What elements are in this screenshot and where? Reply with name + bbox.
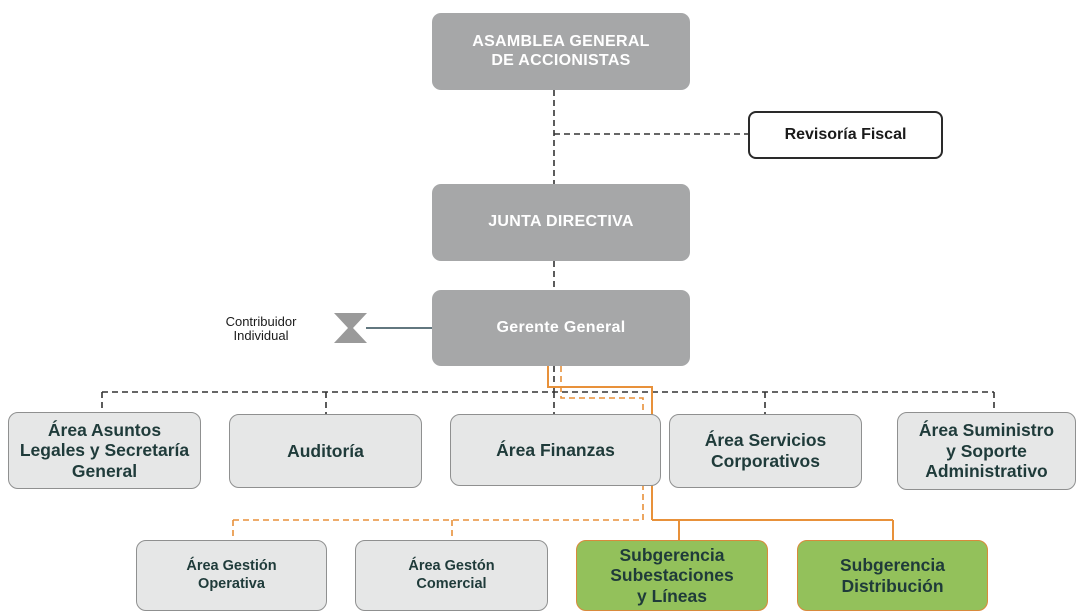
gerente-general-box: Gerente General	[432, 290, 690, 366]
area-suministro-label: Área Suministro y Soporte Administrativo	[918, 420, 1055, 482]
area-servicios-label: Área Servicios Corporativos	[704, 430, 827, 471]
area-servicios-corporativos: Área Servicios Corporativos	[669, 414, 862, 488]
area-auditoria-label: Auditoría	[287, 440, 364, 461]
area-asuntos-legales-label: Área Asuntos Legales y Secretaría Genera…	[19, 419, 190, 481]
asamblea-label: ASAMBLEA GENERAL DE ACCIONISTAS	[472, 32, 650, 69]
subgerencia-subestaciones-label: Subgerencia Subestaciones y Líneas	[610, 544, 734, 606]
area-gestion-comercial: Área Gestón Comercial	[355, 540, 548, 611]
revisoria-label: Revisoría Fiscal	[784, 125, 907, 143]
junta-label: JUNTA DIRECTIVA	[488, 213, 634, 231]
subgerencia-distribucion: Subgerencia Distribución	[797, 540, 988, 611]
area-suministro: Área Suministro y Soporte Administrativo	[897, 412, 1076, 490]
junta-directiva-box: JUNTA DIRECTIVA	[432, 184, 690, 261]
area-auditoria: Auditoría	[229, 414, 422, 488]
gerente-label: Gerente General	[496, 318, 626, 336]
contribuidor-label: Contribuidor Individual	[225, 314, 297, 344]
area-gestion-comercial-label: Área Gestón Comercial	[408, 558, 495, 592]
asamblea-box: ASAMBLEA GENERAL DE ACCIONISTAS	[432, 13, 690, 90]
revisoria-fiscal-box: Revisoría Fiscal	[748, 111, 943, 159]
hourglass-icon	[334, 313, 367, 343]
area-finanzas-label: Área Finanzas	[496, 439, 615, 460]
area-gestion-operativa-label: Área Gestión Operativa	[186, 558, 277, 592]
area-asuntos-legales: Área Asuntos Legales y Secretaría Genera…	[8, 412, 201, 489]
area-finanzas: Área Finanzas	[450, 414, 661, 486]
subgerencia-subestaciones: Subgerencia Subestaciones y Líneas	[576, 540, 768, 611]
subgerencia-distribucion-label: Subgerencia Distribución	[839, 554, 946, 596]
area-gestion-operativa: Área Gestión Operativa	[136, 540, 327, 611]
